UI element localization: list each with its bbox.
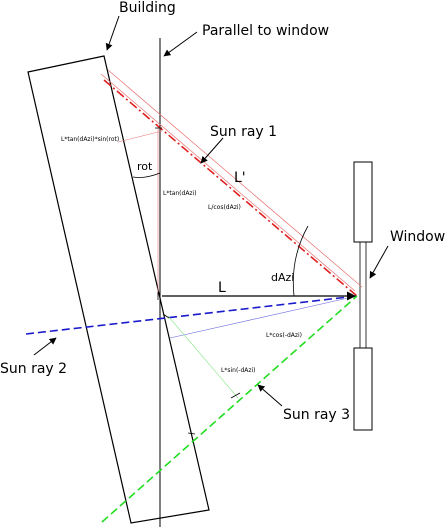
rot-helper-line	[117, 130, 163, 143]
building-outline	[27, 55, 210, 524]
dazi-angle-arc	[292, 225, 309, 297]
l-sin-neg-dazi-label: L*sin(-dAzi)	[221, 367, 256, 374]
building-leader-arrow	[105, 15, 120, 51]
dazi-label: dAzi	[271, 271, 294, 284]
sun-ray-3-projection	[167, 315, 239, 399]
sun-ray-1-leader-arrow	[200, 137, 224, 164]
sun-ray-3-label: Sun ray 3	[283, 407, 350, 423]
l-cos-neg-dazi-label: L*cos(-dAzi)	[266, 332, 302, 339]
tick-marks	[155, 127, 241, 435]
l-label: L	[218, 280, 226, 296]
l-prime-label: L'	[234, 170, 246, 186]
sun-ray-2-leader-arrow	[33, 337, 57, 356]
building-label: Building	[119, 0, 176, 16]
window-frame	[353, 161, 373, 431]
parallel-leader-arrow	[163, 31, 198, 57]
l-tan-dazi-sin-rot-label: L*tan(dAzi)*sin(rot)	[61, 136, 119, 143]
sun-ray-2-label: Sun ray 2	[0, 361, 67, 377]
l-cos-dazi-label: L/cos(dAzi)	[208, 204, 241, 211]
sun-ray-3-leader-arrow	[257, 384, 283, 407]
parallel-to-window-label: Parallel to window	[202, 23, 329, 39]
sun-ray-3	[101, 295, 358, 523]
sun-ray-2	[25, 295, 358, 335]
window-label: Window	[390, 229, 445, 245]
sun-ray-1	[100, 69, 363, 297]
rot-angle-arc	[132, 172, 161, 178]
rot-label: rot	[137, 160, 153, 173]
l-tan-dazi-label: L*tan(dAzi)	[163, 190, 197, 197]
sun-ray-1-label: Sun ray 1	[210, 124, 277, 140]
sun-ray-2-projection	[169, 295, 358, 339]
window-leader-arrow	[369, 245, 389, 279]
